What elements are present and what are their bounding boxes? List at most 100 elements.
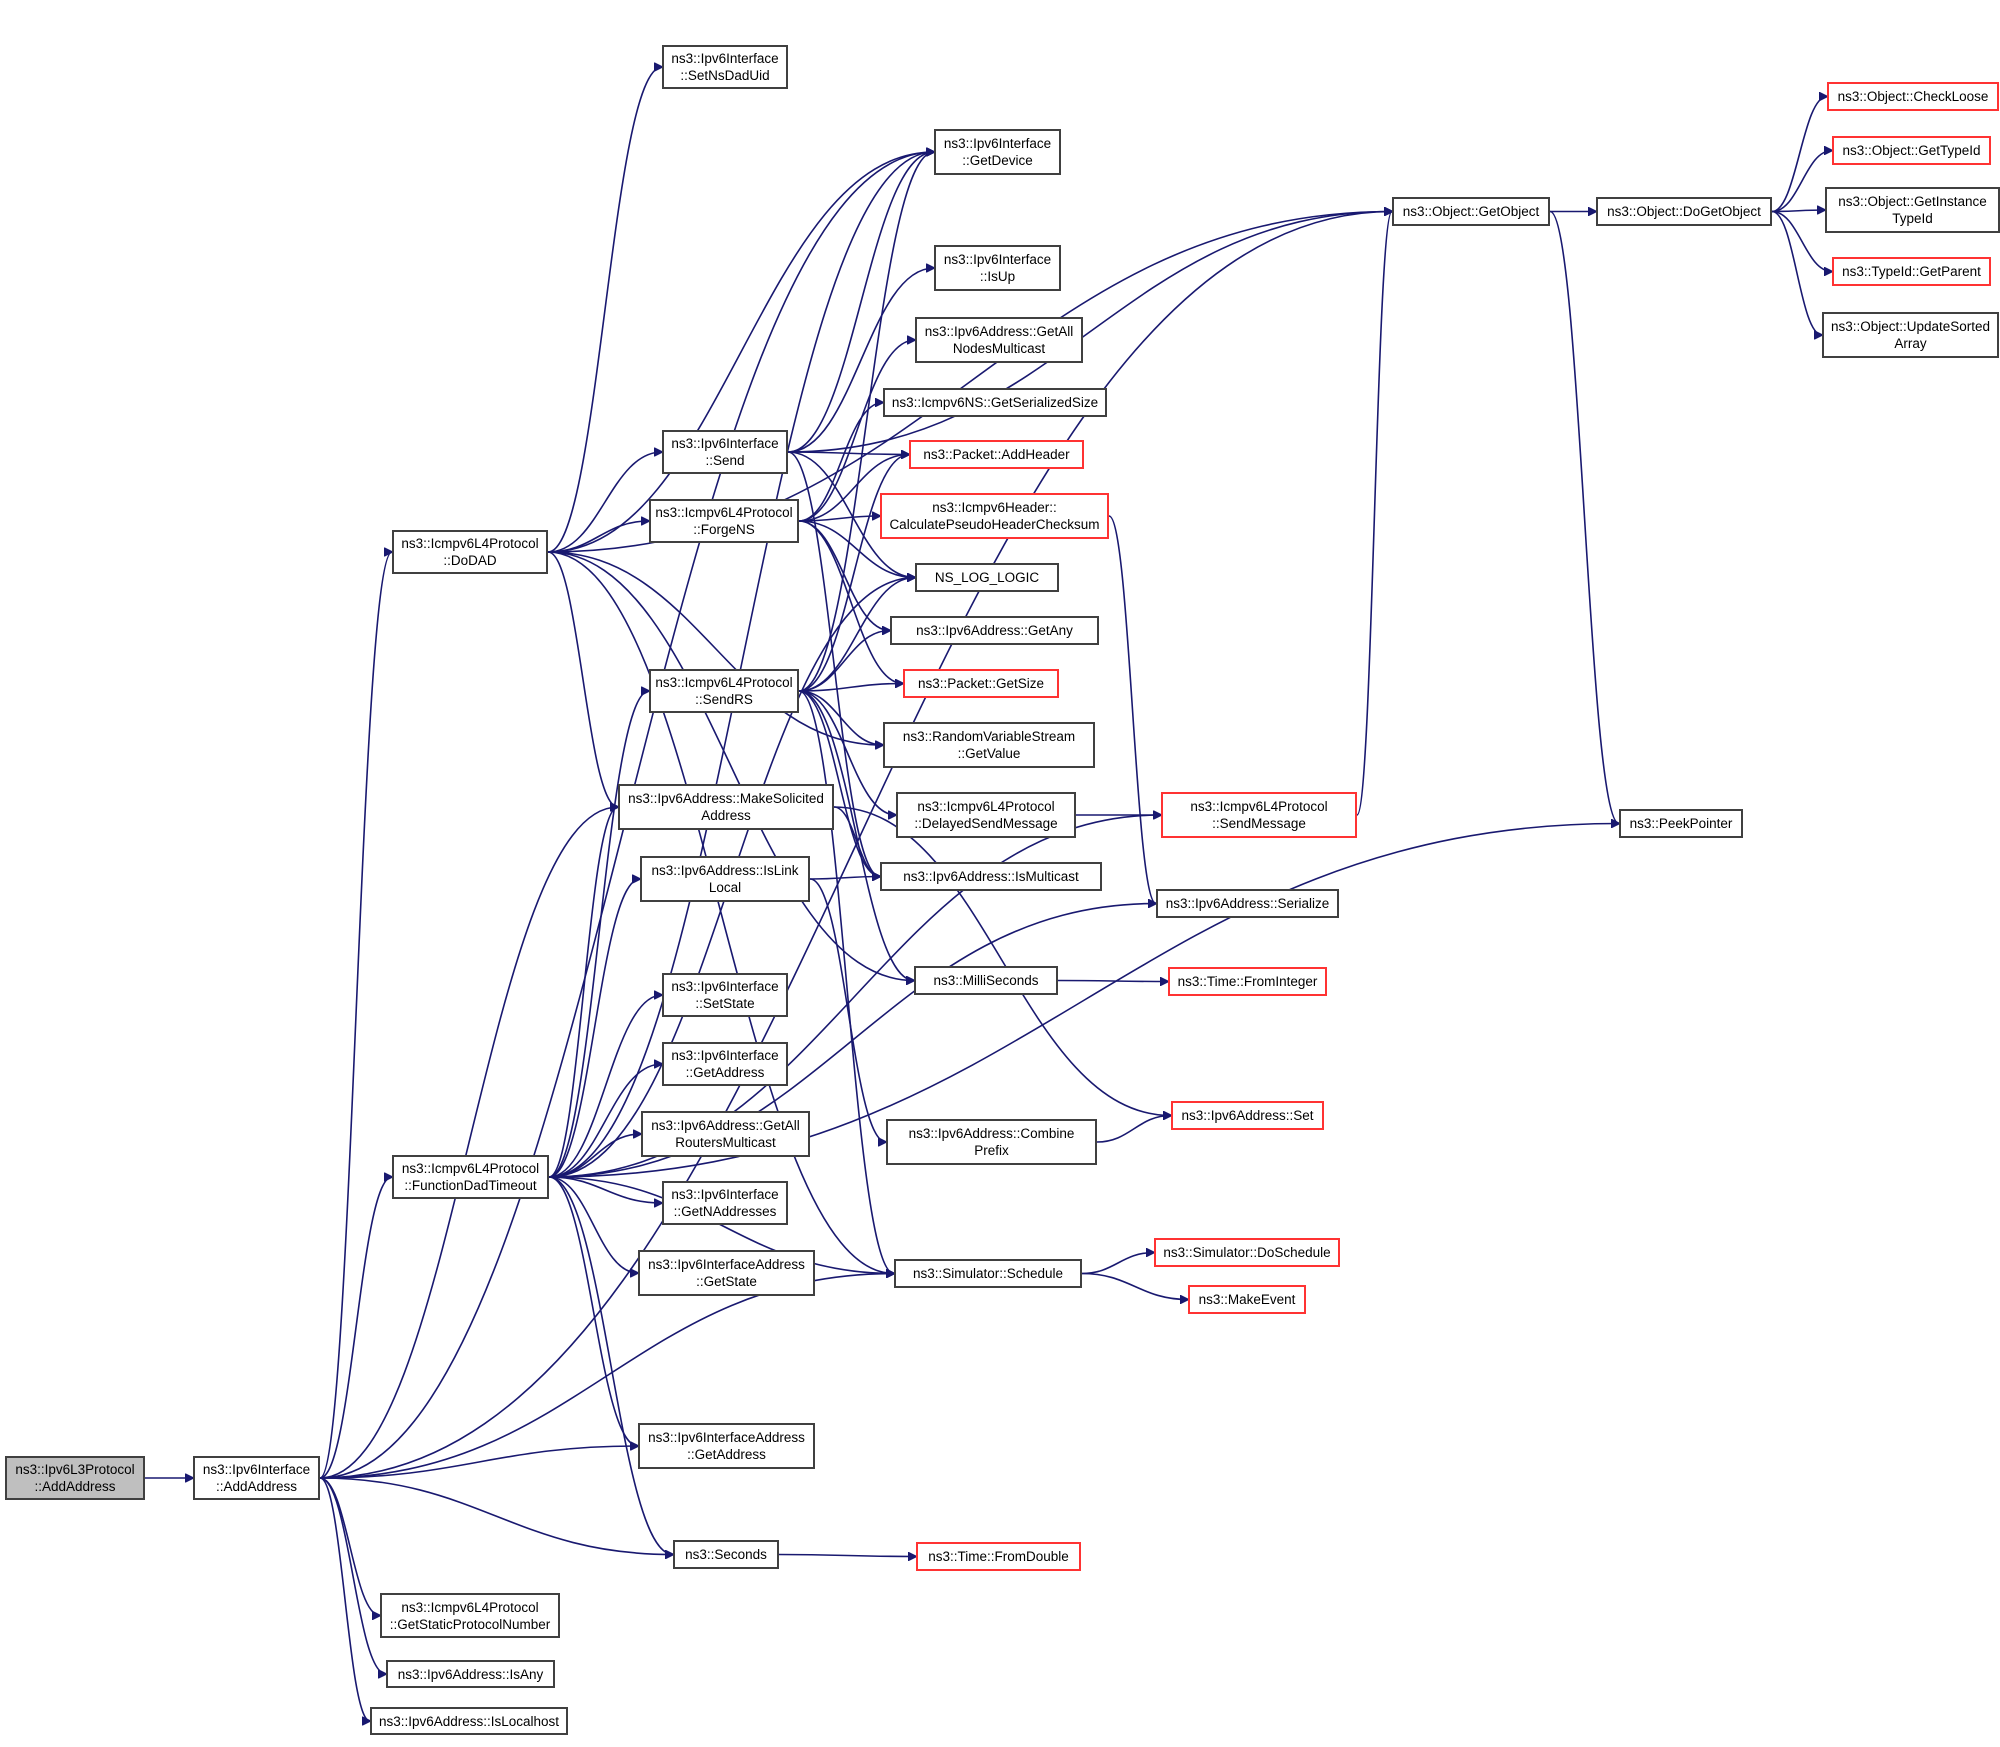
edge-fdt-to-iagetstate	[548, 1176, 638, 1273]
node-ipv6interface-getdevice[interactable]: ns3::Ipv6Interface ::GetDevice	[934, 129, 1061, 175]
edge-addaddr-to-seconds	[319, 1477, 673, 1555]
edge-fdt-to-schedule	[548, 1176, 894, 1274]
edge-sendrs-to-schedule	[798, 690, 894, 1274]
edge-seconds-to-fromdouble	[778, 1555, 916, 1557]
edge-dodad-to-milliseconds	[547, 551, 914, 981]
node-icmpv6l4protocol-dodad[interactable]: ns3::Icmpv6L4Protocol ::DoDAD	[392, 530, 548, 574]
edge-sendrs-to-getany	[798, 631, 890, 692]
edge-fdt-to-serialize	[548, 904, 1156, 1178]
edge-schedule-to-doschedule	[1081, 1253, 1154, 1275]
edge-fdt-to-seconds	[548, 1176, 673, 1555]
edge-addaddr-to-gspn	[319, 1477, 380, 1616]
node-simulator-schedule[interactable]: ns3::Simulator::Schedule	[894, 1259, 1082, 1288]
node-milliseconds[interactable]: ns3::MilliSeconds	[914, 966, 1058, 995]
edge-dogetobject-to-getinstancetypeid	[1771, 210, 1825, 212]
node-object-gettypeid[interactable]: ns3::Object::GetTypeId	[1832, 136, 1991, 165]
edge-fdt-to-setstate	[548, 995, 662, 1178]
edge-forgens-to-nsgetsize	[798, 403, 883, 522]
node-ipv6address-getallroutersmulticast[interactable]: ns3::Ipv6Address::GetAll RoutersMulticas…	[641, 1111, 810, 1157]
node-ipv6interfaceaddress-getstate[interactable]: ns3::Ipv6InterfaceAddress ::GetState	[638, 1250, 815, 1296]
node-ipv6interfaceaddress-getaddress[interactable]: ns3::Ipv6InterfaceAddress ::GetAddress	[638, 1423, 815, 1469]
node-icmpv6l4protocol-forgens[interactable]: ns3::Icmpv6L4Protocol ::ForgeNS	[649, 499, 799, 543]
node-ipv6address-ismulticast[interactable]: ns3::Ipv6Address::IsMulticast	[880, 862, 1102, 891]
edge-send-to-getobject	[787, 212, 1392, 453]
node-ipv6interface-send[interactable]: ns3::Ipv6Interface ::Send	[662, 430, 788, 474]
node-ipv6interface-setnsdaduid[interactable]: ns3::Ipv6Interface ::SetNsDadUid	[662, 45, 788, 89]
edge-sendrs-to-delayedsend	[798, 690, 896, 815]
edge-dodad-to-makesol	[547, 551, 618, 807]
node-icmpv6header-calculatepseudoheaderchecksum[interactable]: ns3::Icmpv6Header:: CalculatePseudoHeade…	[880, 493, 1109, 539]
node-ipv6address-set[interactable]: ns3::Ipv6Address::Set	[1171, 1101, 1324, 1130]
node-icmpv6l4protocol-sendmessage[interactable]: ns3::Icmpv6L4Protocol ::SendMessage	[1161, 792, 1357, 838]
node-randomvariablestream-getvalue[interactable]: ns3::RandomVariableStream ::GetValue	[883, 722, 1095, 768]
node-ipv6address-islinklocal[interactable]: ns3::Ipv6Address::IsLink Local	[640, 856, 810, 902]
node-ipv6address-combineprefix[interactable]: ns3::Ipv6Address::Combine Prefix	[886, 1119, 1097, 1165]
edge-dodad-to-setnsdaduid	[547, 67, 662, 553]
node-icmpv6l4protocol-sendrs[interactable]: ns3::Icmpv6L4Protocol ::SendRS	[649, 669, 799, 713]
edge-send-to-isup	[787, 268, 934, 453]
node-ipv6interface-getaddress[interactable]: ns3::Ipv6Interface ::GetAddress	[662, 1042, 788, 1086]
node-peekpointer[interactable]: ns3::PeekPointer	[1619, 809, 1743, 838]
node-object-checkloose[interactable]: ns3::Object::CheckLoose	[1827, 82, 1999, 111]
node-ipv6address-serialize[interactable]: ns3::Ipv6Address::Serialize	[1156, 889, 1339, 918]
node-ipv6address-getany[interactable]: ns3::Ipv6Address::GetAny	[890, 616, 1099, 645]
edge-fdt-to-getdevice	[548, 152, 934, 1178]
edge-sendrs-to-addheader	[798, 455, 909, 692]
node-ipv6interface-getnaddresses[interactable]: ns3::Ipv6Interface ::GetNAddresses	[662, 1181, 788, 1225]
edge-dogetobject-to-getparent	[1771, 210, 1832, 272]
edge-dodad-to-schedule	[547, 551, 894, 1274]
edge-addaddr-to-islocalhost	[319, 1477, 370, 1721]
edge-sendrs-to-getdevice	[798, 152, 934, 692]
node-object-getobject[interactable]: ns3::Object::GetObject	[1392, 197, 1550, 226]
node-ipv6interface-addaddress[interactable]: ns3::Ipv6Interface ::AddAddress	[193, 1456, 320, 1500]
edge-addaddr-to-fdt	[319, 1177, 392, 1479]
edge-fdt-to-getaddress	[548, 1064, 662, 1178]
edge-islinklocal-to-ismulticast	[809, 877, 880, 880]
node-time-frominteger[interactable]: ns3::Time::FromInteger	[1168, 967, 1327, 996]
node-ipv6l3protocol-addaddress[interactable]: ns3::Ipv6L3Protocol ::AddAddress	[5, 1456, 145, 1500]
edge-makesol-to-ismulticast	[833, 806, 880, 877]
node-ipv6interface-setstate[interactable]: ns3::Ipv6Interface ::SetState	[662, 973, 788, 1017]
edge-send-to-getdevice	[787, 152, 934, 453]
node-ipv6interface-isup[interactable]: ns3::Ipv6Interface ::IsUp	[934, 245, 1061, 291]
node-object-updatesortedarray[interactable]: ns3::Object::UpdateSorted Array	[1822, 312, 1999, 358]
edge-calcsum-to-serialize	[1108, 515, 1156, 904]
edge-dodad-to-getdevice	[547, 152, 934, 553]
node-object-dogetobject[interactable]: ns3::Object::DoGetObject	[1596, 197, 1772, 226]
edge-sendrs-to-rvsget	[798, 690, 883, 745]
edge-fdt-to-iagetaddress	[548, 1176, 638, 1446]
node-ipv6address-makesolicitedaddress[interactable]: ns3::Ipv6Address::MakeSolicited Address	[618, 784, 834, 830]
edge-sendrs-to-getsize	[798, 684, 903, 692]
node-makeevent[interactable]: ns3::MakeEvent	[1188, 1285, 1306, 1314]
edge-fdt-to-makesol	[548, 807, 618, 1178]
node-typeid-getparent[interactable]: ns3::TypeId::GetParent	[1832, 257, 1991, 286]
node-icmpv6l4protocol-functiondadtimeout[interactable]: ns3::Icmpv6L4Protocol ::FunctionDadTimeo…	[392, 1155, 549, 1199]
edge-sendrs-to-milliseconds	[798, 690, 914, 981]
edge-forgens-to-getany	[798, 520, 890, 631]
node-ipv6address-islocalhost[interactable]: ns3::Ipv6Address::IsLocalhost	[370, 1707, 568, 1735]
node-packet-getsize[interactable]: ns3::Packet::GetSize	[903, 669, 1059, 698]
node-seconds[interactable]: ns3::Seconds	[673, 1540, 779, 1569]
edge-forgens-to-addheader	[798, 455, 909, 522]
node-simulator-doschedule[interactable]: ns3::Simulator::DoSchedule	[1154, 1238, 1340, 1267]
node-object-getinstancetypeid[interactable]: ns3::Object::GetInstance TypeId	[1825, 187, 2000, 233]
edge-dogetobject-to-updatesorted	[1771, 210, 1822, 336]
edge-send-to-ismulticast	[787, 451, 880, 877]
node-ns-log-logic[interactable]: NS_LOG_LOGIC	[915, 563, 1059, 592]
edge-schedule-to-makeevent	[1081, 1272, 1188, 1300]
edge-fdt-to-sendrs	[548, 691, 649, 1178]
node-icmpv6ns-getserializedsize[interactable]: ns3::Icmpv6NS::GetSerializedSize	[883, 388, 1107, 417]
edge-forgens-to-getsize	[798, 520, 903, 684]
edge-addaddr-to-dodad	[319, 552, 392, 1479]
edge-send-to-nslog	[787, 451, 915, 578]
node-packet-addheader[interactable]: ns3::Packet::AddHeader	[909, 440, 1084, 469]
node-ipv6address-getallnodesmulticast[interactable]: ns3::Ipv6Address::GetAll NodesMulticast	[915, 317, 1083, 363]
edge-fdt-to-getallrouters	[548, 1134, 641, 1178]
node-icmpv6l4protocol-getstaticprotocolnumber[interactable]: ns3::Icmpv6L4Protocol ::GetStaticProtoco…	[380, 1593, 560, 1638]
edge-fdt-to-islinklocal	[548, 879, 640, 1178]
edge-milliseconds-to-frominteger	[1057, 981, 1168, 982]
edge-sendrs-to-ismulticast	[798, 690, 880, 877]
node-ipv6address-isany[interactable]: ns3::Ipv6Address::IsAny	[386, 1660, 555, 1688]
node-icmpv6l4protocol-delayedsendmessage[interactable]: ns3::Icmpv6L4Protocol ::DelayedSendMessa…	[896, 792, 1076, 838]
node-time-fromdouble[interactable]: ns3::Time::FromDouble	[916, 1542, 1081, 1571]
